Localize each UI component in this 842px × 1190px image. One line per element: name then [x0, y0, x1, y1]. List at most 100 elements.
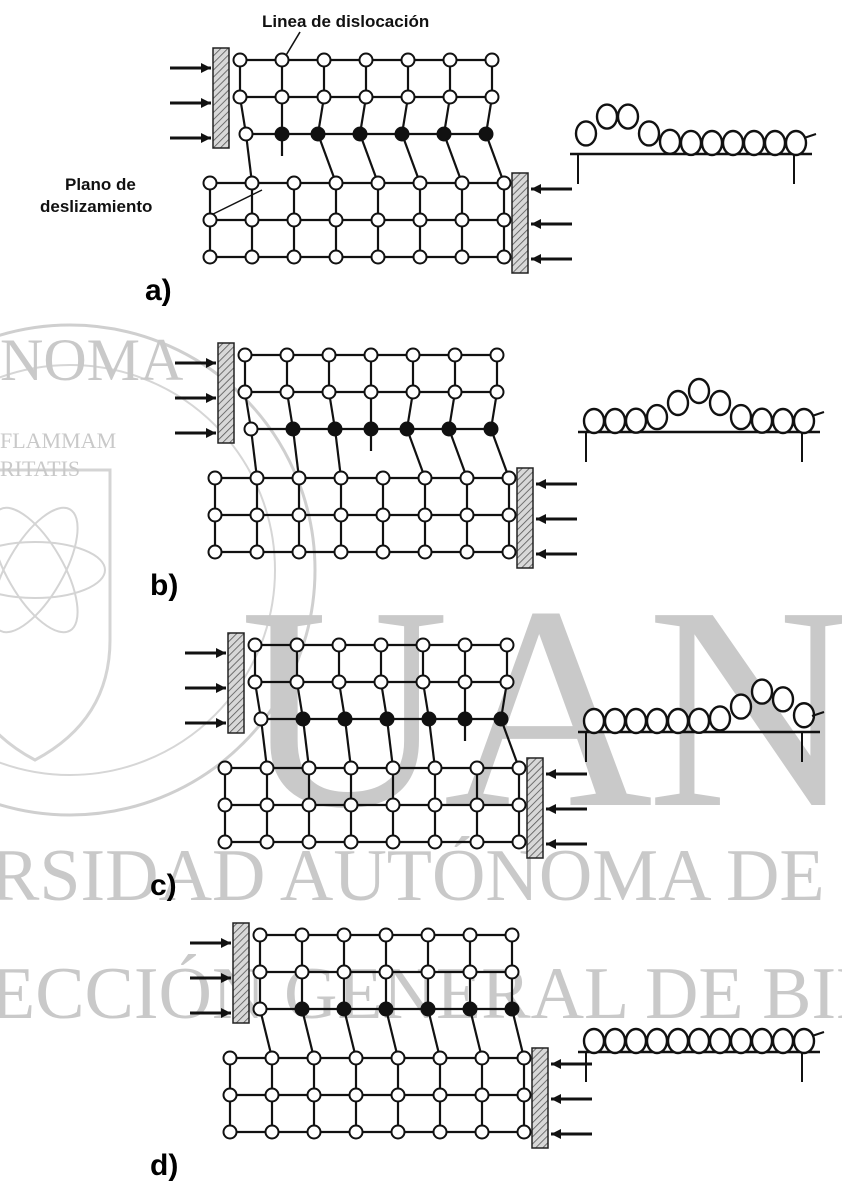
atom: [288, 214, 301, 227]
atom: [464, 966, 477, 979]
caterpillar-segment: [605, 1029, 625, 1053]
atom: [246, 214, 259, 227]
atom: [261, 762, 274, 775]
atom-filled: [329, 423, 342, 436]
atom: [380, 966, 393, 979]
atom-filled: [365, 423, 378, 436]
atom: [303, 836, 316, 849]
caterpillar-segment: [668, 709, 688, 733]
caterpillar-segment: [605, 709, 625, 733]
caterpillar-segment: [584, 1029, 604, 1053]
atom: [266, 1052, 279, 1065]
panel-label: a): [145, 274, 172, 307]
atom: [498, 251, 511, 264]
atom: [330, 251, 343, 264]
atom-filled: [438, 128, 451, 141]
atom: [293, 509, 306, 522]
force-arrowhead: [201, 98, 211, 108]
atom: [486, 54, 499, 67]
atom: [434, 1126, 447, 1139]
atom: [249, 639, 262, 652]
atom: [471, 799, 484, 812]
atom: [375, 676, 388, 689]
atom: [345, 762, 358, 775]
caterpillar-segment: [765, 131, 785, 155]
caterpillar-segment: [702, 131, 722, 155]
caterpillar-segment: [752, 409, 772, 433]
atom: [291, 676, 304, 689]
atom: [392, 1126, 405, 1139]
atom: [372, 251, 385, 264]
atom: [224, 1089, 237, 1102]
panel-a: a): [145, 48, 816, 307]
seal-atom-orbit: [0, 495, 94, 644]
atom: [372, 214, 385, 227]
caterpillar-segment: [584, 709, 604, 733]
atom: [204, 214, 217, 227]
atom: [498, 177, 511, 190]
atom: [240, 128, 253, 141]
atom: [518, 1052, 531, 1065]
atom: [417, 639, 430, 652]
atom-filled: [287, 423, 300, 436]
atom: [417, 676, 430, 689]
atom: [281, 386, 294, 399]
atom: [330, 177, 343, 190]
caterpillar-segment: [731, 695, 751, 719]
atom: [414, 251, 427, 264]
caterpillar-segment: [773, 687, 793, 711]
atom: [350, 1126, 363, 1139]
caterpillar-segment: [689, 379, 709, 403]
atom-filled: [312, 128, 325, 141]
caterpillar-segment: [584, 409, 604, 433]
shear-plate-right: [532, 1048, 548, 1148]
atom: [308, 1126, 321, 1139]
caterpillar-segment: [794, 703, 814, 727]
watermark-line-2: ECCIÓN GENERAL DE BIBLIOTECA: [0, 953, 842, 1035]
caterpillar-analogy: [578, 379, 824, 462]
atom: [261, 799, 274, 812]
shear-plate-right: [517, 468, 533, 568]
atom: [471, 762, 484, 775]
caterpillar-analogy: [570, 105, 816, 184]
atomic-bond: [402, 134, 420, 183]
atom: [303, 762, 316, 775]
atom: [338, 929, 351, 942]
caterpillar-head: [812, 412, 824, 416]
atom: [261, 836, 274, 849]
atom: [318, 91, 331, 104]
atom: [501, 676, 514, 689]
caterpillar-segment: [668, 1029, 688, 1053]
atom: [323, 386, 336, 399]
atomic-bond: [491, 429, 509, 478]
caterpillar-segment: [786, 131, 806, 155]
atomic-bond: [318, 134, 336, 183]
caterpillar-segment: [773, 1029, 793, 1053]
atom: [338, 966, 351, 979]
atom: [372, 177, 385, 190]
atom: [429, 799, 442, 812]
atom: [501, 639, 514, 652]
atom: [293, 546, 306, 559]
atom: [293, 472, 306, 485]
caterpillar-segment: [647, 1029, 667, 1053]
atom: [518, 1089, 531, 1102]
force-arrowhead: [531, 254, 541, 264]
seal-band-1: FLAMMAM: [0, 428, 116, 453]
atom: [219, 762, 232, 775]
atom: [330, 214, 343, 227]
atom: [377, 472, 390, 485]
caterpillar-segment: [660, 130, 680, 154]
atom: [387, 762, 400, 775]
atom: [308, 1089, 321, 1102]
atom: [345, 836, 358, 849]
atom: [291, 639, 304, 652]
atom: [249, 676, 262, 689]
atomic-bond: [486, 134, 504, 183]
dislocation-line-label: Linea de dislocación: [262, 12, 429, 31]
atom-filled: [422, 1003, 435, 1016]
atom: [224, 1052, 237, 1065]
atom: [255, 713, 268, 726]
atom: [414, 177, 427, 190]
